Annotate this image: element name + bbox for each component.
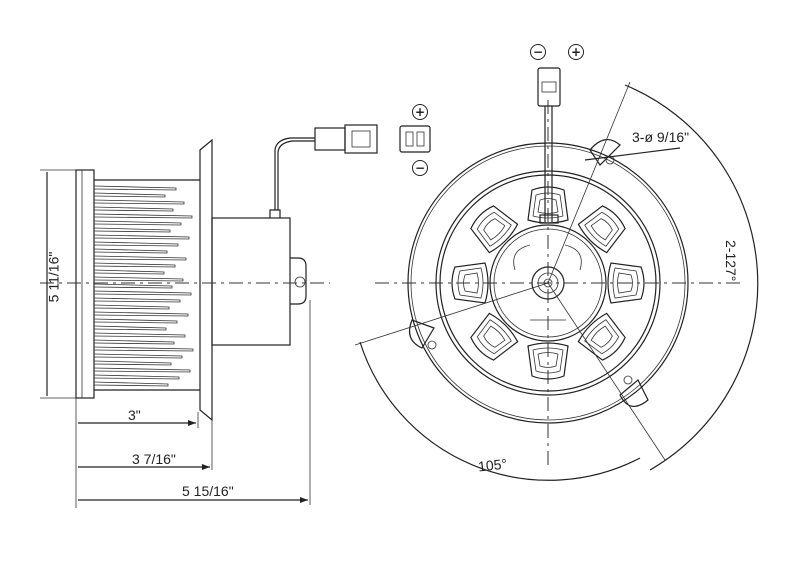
fan-blade	[93, 353, 183, 359]
fan-blade	[93, 213, 193, 219]
fan-blade	[93, 199, 185, 205]
fan-blade	[93, 276, 184, 282]
fan-blade	[93, 290, 192, 296]
fan-blade	[93, 381, 169, 387]
fan-blade	[93, 325, 167, 331]
fan-blade	[93, 283, 173, 289]
fan-blades	[93, 185, 194, 387]
positive-terminal-icon-side: +	[412, 104, 428, 120]
plate-depth-dimension: 3 7/16"	[132, 451, 176, 467]
fan-blade	[93, 220, 182, 226]
fan-blade	[93, 206, 174, 212]
fan-blade	[93, 185, 177, 191]
fan-blade	[93, 192, 166, 198]
fan-blade	[93, 367, 191, 373]
fan-blade	[93, 346, 194, 352]
hole-angle-dimension: 2-127°	[723, 240, 739, 282]
fan-blade	[93, 318, 178, 324]
dimension-lines	[40, 169, 311, 508]
fan-blade	[93, 234, 190, 240]
negative-terminal-icon: −	[530, 44, 546, 60]
fan-blade	[93, 304, 170, 310]
negative-terminal-icon-side: −	[412, 160, 428, 176]
fan-blade	[93, 248, 168, 254]
height-dimension: 5 11/16"	[45, 251, 62, 303]
hole-angle-2-dimension: 105°	[477, 455, 508, 475]
fan-blade	[93, 297, 181, 303]
fan-blade	[93, 255, 187, 261]
overall-depth-dimension: 5 15/16"	[182, 483, 234, 499]
front-view	[354, 67, 759, 481]
fan-blade	[93, 374, 180, 380]
fan-blade	[93, 269, 165, 275]
fan-blade	[93, 262, 176, 268]
fan-blade	[93, 360, 172, 366]
positive-terminal-icon: +	[568, 44, 584, 60]
fan-blade	[93, 227, 171, 233]
side-view	[40, 124, 431, 422]
fan-blade	[93, 332, 186, 338]
fan-blade	[93, 311, 189, 317]
fan-blade	[93, 339, 175, 345]
mount-holes-dimension: 3-ø 9/16"	[632, 129, 690, 145]
wheel-depth-dimension: 3"	[128, 407, 141, 423]
fan-blade	[93, 241, 179, 247]
